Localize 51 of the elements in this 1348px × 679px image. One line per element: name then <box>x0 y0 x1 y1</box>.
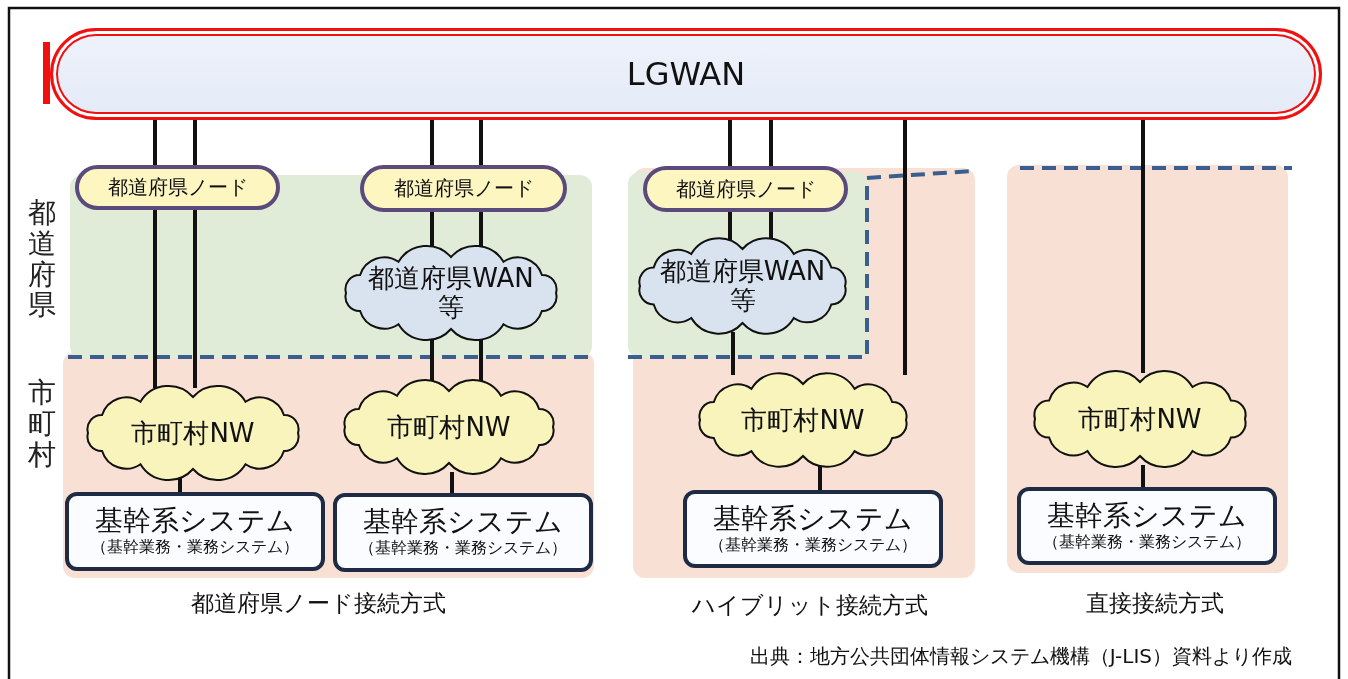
connector-line <box>903 120 907 375</box>
node-pill <box>75 165 280 210</box>
system-box <box>1017 487 1277 565</box>
node-label: 都道府県ノード <box>393 175 534 202</box>
system-title: 基幹系システム <box>1047 499 1247 532</box>
connector-line <box>430 212 434 248</box>
source-note: 出典：地方公共団体情報システム機構（J-LIS）資料より作成 <box>748 643 1292 670</box>
node-label: LGWAN <box>626 55 746 93</box>
node-label: 都道府県ノード <box>675 175 816 203</box>
connector-line <box>153 210 157 388</box>
system-subtitle: （基幹業務・業務システム） <box>91 537 299 558</box>
scheme-caption: ハイブリット接続方式 <box>691 591 929 620</box>
system-box <box>333 493 593 572</box>
node-label: 都道府県WAN等 <box>658 257 827 315</box>
connector-line <box>430 338 434 382</box>
connector-line <box>178 478 182 492</box>
node-label: 市町村NW <box>387 410 511 444</box>
system-subtitle: （基幹業務・業務システム） <box>1043 531 1251 553</box>
system-title: 基幹系システム <box>713 502 913 535</box>
network-band <box>50 28 1322 120</box>
connector-line <box>1141 465 1145 487</box>
side-label: 都道府県 <box>28 198 56 322</box>
node-label: 都道府県ノード <box>107 174 248 201</box>
node-label: 都道府県WAN等 <box>367 264 535 322</box>
connector-line <box>430 120 434 165</box>
system-title: 基幹系システム <box>363 506 563 539</box>
connector-line <box>769 212 773 240</box>
system-box <box>683 490 943 568</box>
node-pill <box>643 166 848 212</box>
scheme-caption: 直接接続方式 <box>1085 589 1225 618</box>
node-pill <box>360 165 567 212</box>
node-label: 市町村NW <box>1078 402 1202 436</box>
connector-line <box>728 212 732 240</box>
system-box <box>65 492 325 571</box>
system-subtitle: （基幹業務・業務システム） <box>359 538 567 559</box>
connector-line <box>479 338 483 382</box>
connector-line <box>728 120 732 166</box>
node-label: 市町村NW <box>741 403 865 437</box>
connector-line <box>450 472 454 493</box>
connector-line <box>818 465 822 490</box>
system-title: 基幹系システム <box>95 505 295 538</box>
side-label: 市町村 <box>28 378 56 471</box>
scheme-caption: 都道府県ノード接続方式 <box>189 589 447 618</box>
connector-line <box>193 120 197 165</box>
connector-line <box>479 120 483 165</box>
connector-line <box>731 332 735 375</box>
connector-line <box>153 120 157 165</box>
connector-line <box>479 212 483 248</box>
system-subtitle: （基幹業務・業務システム） <box>709 534 917 556</box>
node-label: 市町村NW <box>131 416 255 450</box>
connector-line <box>769 120 773 166</box>
